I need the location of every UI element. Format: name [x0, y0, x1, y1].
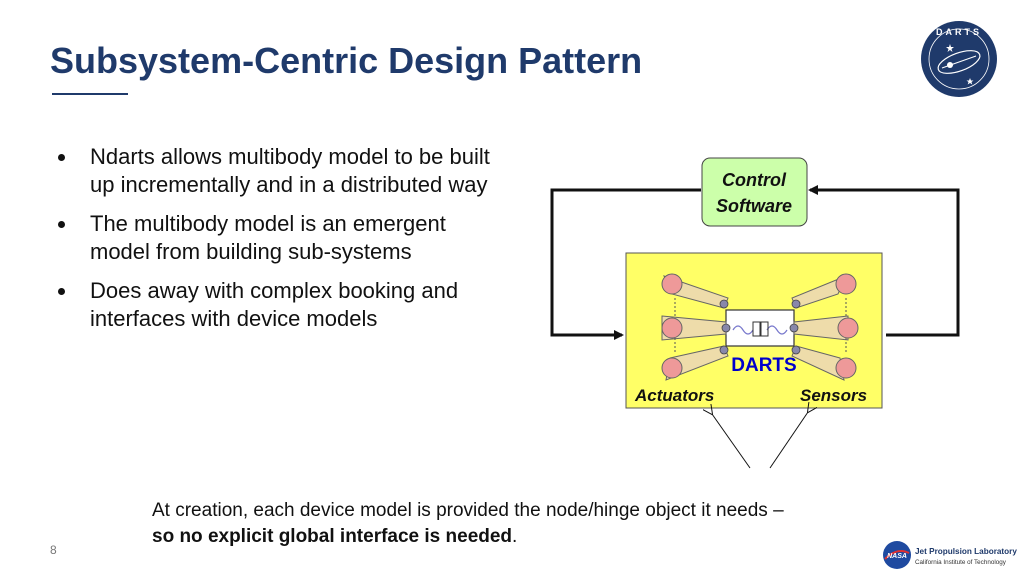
- node-icon: [661, 317, 683, 339]
- pointer-arrow-sensors: [769, 412, 808, 469]
- caption-text: At creation, each device model is provid…: [152, 500, 784, 521]
- jpl-subtitle: California Institute of Technology: [915, 559, 1007, 566]
- logo-text: DARTS: [936, 27, 982, 37]
- bullet-dot-icon: [58, 221, 65, 228]
- control-loop-diagram: Control Software DARTS Actua: [550, 157, 960, 469]
- node-icon: [835, 357, 857, 379]
- actuator-nodes: [661, 273, 683, 379]
- loop-line-left: [550, 188, 701, 340]
- nasa-logo-icon: [883, 541, 911, 569]
- node-icon: [835, 273, 857, 295]
- bullet-text: Does away with complex booking and inter…: [90, 278, 459, 331]
- control-software-label-line1: Control: [722, 170, 787, 190]
- page-number: 8: [50, 543, 57, 557]
- joint-dots: [719, 299, 801, 355]
- bullet-text: Ndarts allows multibody model to be buil…: [90, 144, 490, 197]
- darts-logo: DARTS: [921, 21, 997, 97]
- control-software-box: [701, 157, 808, 227]
- jpl-name: Jet Propulsion Laboratory: [915, 547, 1017, 556]
- slide-title: Subsystem-Centric Design Pattern: [50, 40, 643, 81]
- bullet-item: Does away with complex booking and inter…: [58, 277, 498, 332]
- bullet-dot-icon: [58, 154, 65, 161]
- node-icon: [661, 273, 683, 295]
- bullet-list: Ndarts allows multibody model to be buil…: [58, 143, 498, 344]
- sensors-label: Sensors: [800, 386, 867, 405]
- bullet-dot-icon: [58, 288, 65, 295]
- caption: At creation, each device model is provid…: [152, 498, 892, 550]
- caption-tail: .: [512, 526, 518, 547]
- actuators-label: Actuators: [634, 386, 714, 405]
- bullet-item: The multibody model is an emergent model…: [58, 210, 498, 265]
- node-icon: [661, 357, 683, 379]
- node-icon: [837, 317, 859, 339]
- pointer-arrow-actuators: [712, 414, 751, 469]
- bullet-text: The multibody model is an emergent model…: [90, 211, 446, 264]
- footer-logos: NASA Jet Propulsion Laboratory Californi…: [883, 541, 1017, 569]
- caption-bold-text: so no explicit global interface is neede…: [152, 526, 513, 547]
- control-software-label-line2: Software: [716, 196, 792, 216]
- bullet-item: Ndarts allows multibody model to be buil…: [58, 143, 498, 198]
- darts-label: DARTS: [731, 355, 796, 376]
- loop-line-right: [808, 185, 960, 337]
- sensor-nodes: [835, 273, 859, 379]
- title-underline: [52, 93, 128, 95]
- nasa-logo-text: NASA: [887, 553, 907, 560]
